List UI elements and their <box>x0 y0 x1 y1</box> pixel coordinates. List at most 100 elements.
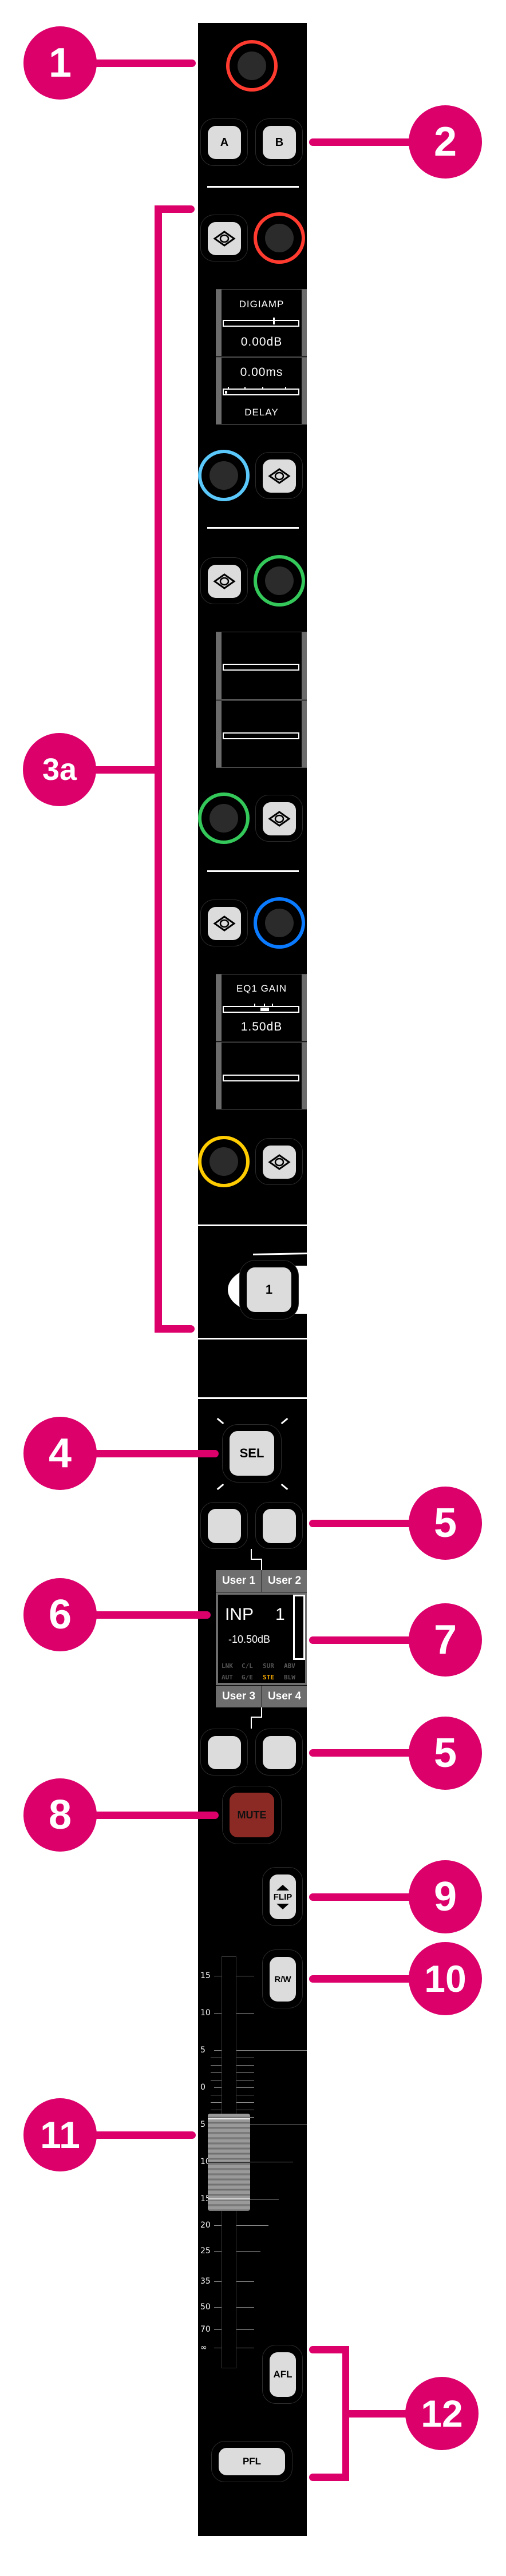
fader-scale-minor-tick <box>211 2072 222 2073</box>
afl-button[interactable]: AFL <box>262 2345 303 2404</box>
callout-5-bottom: 5 <box>409 1717 482 1790</box>
status-blw: BLW <box>284 1674 295 1681</box>
bank-number-button[interactable]: 1 <box>239 1260 299 1319</box>
user-1-tab: User 1 <box>216 1570 262 1592</box>
channel-number: 1 <box>275 1605 285 1624</box>
user-2-tab: User 2 <box>262 1570 307 1592</box>
fader-scale-tick <box>214 2251 222 2252</box>
digiamp-knob[interactable] <box>254 212 305 264</box>
fader-scale-tick <box>236 2050 307 2051</box>
callout-6: 6 <box>23 1578 97 1651</box>
pan-icon <box>263 802 296 835</box>
rw-label: R/W <box>270 1957 296 2002</box>
flip-label: FLIP <box>273 1892 292 1902</box>
connector <box>251 1717 252 1729</box>
callout-11-line <box>92 2131 196 2139</box>
knob-cap <box>209 461 238 490</box>
callout-1: 1 <box>23 26 97 100</box>
pan-icon <box>263 1146 296 1179</box>
flip-button[interactable]: FLIP <box>262 1867 303 1926</box>
pan-button[interactable] <box>255 1138 303 1185</box>
fader-scale-minor-tick <box>236 2065 254 2066</box>
fader-scale-label: 5 <box>200 2046 205 2055</box>
fader-scale-tick <box>214 2225 222 2226</box>
callout-9-line <box>309 1893 415 1901</box>
delay-label: DELAY <box>244 407 279 418</box>
fader-scale-label: 0 <box>200 2083 205 2092</box>
status-aut: AUT <box>222 1674 233 1681</box>
callout-7: 7 <box>409 1603 482 1677</box>
afl-label: AFL <box>270 2352 296 2397</box>
user-2-button[interactable] <box>255 1502 303 1549</box>
empty-parameter-display <box>216 700 307 768</box>
layer-a-button[interactable]: A <box>200 118 248 166</box>
callout-10: 10 <box>409 1942 482 2015</box>
input-gain-knob[interactable] <box>226 40 278 92</box>
connector <box>261 1707 262 1718</box>
pfl-button[interactable]: PFL <box>211 2441 292 2482</box>
user-3-button[interactable] <box>200 1729 248 1776</box>
fader-scale-tick <box>236 2329 254 2330</box>
arrow-down-icon <box>276 1903 289 1909</box>
status-sur: SUR <box>263 1662 274 1670</box>
fader-scale-minor-tick <box>211 2065 222 2066</box>
callout-3a-line <box>92 766 160 774</box>
level-meter <box>293 1595 305 1660</box>
pan-icon <box>208 222 241 255</box>
eq-gain-bar <box>223 1004 299 1013</box>
callout-4-line <box>92 1450 219 1457</box>
pan-button[interactable] <box>200 899 248 946</box>
fader-scale-tick <box>236 2307 254 2308</box>
sel-button[interactable]: SEL <box>222 1424 282 1483</box>
callout-12-bracket <box>342 2346 349 2481</box>
empty-parameter-display <box>216 632 307 700</box>
pan-button[interactable] <box>200 557 248 604</box>
channel-display: INP 1 -10.50dB LNK C/L SUR ABV AUT G/E S… <box>216 1592 307 1685</box>
pan-button[interactable] <box>255 452 303 499</box>
callout-12-bracket-top <box>309 2346 349 2353</box>
connector <box>251 1559 262 1560</box>
yellow-knob[interactable] <box>198 1136 250 1187</box>
layer-b-label: B <box>263 126 296 159</box>
fader-level-readout: -10.50dB <box>228 1634 271 1645</box>
fader-scale-tick <box>214 2013 222 2014</box>
knob-cap <box>209 804 238 833</box>
mute-label: MUTE <box>230 1793 274 1837</box>
callout-10-line <box>309 1975 415 1983</box>
user-1-button[interactable] <box>200 1502 248 1549</box>
fader-scale-tick <box>214 2050 222 2051</box>
parameter-bar <box>223 732 299 739</box>
knob-cap <box>265 566 294 595</box>
pan-button[interactable] <box>200 215 248 261</box>
fader-scale-tick <box>236 2251 260 2252</box>
mute-button[interactable]: MUTE <box>222 1786 282 1844</box>
pan-button[interactable] <box>255 795 303 842</box>
user-3-tab: User 3 <box>216 1686 262 1707</box>
fader-scale-tick <box>236 2087 254 2088</box>
delay-knob[interactable] <box>198 450 250 501</box>
fader-scale-label: 20 <box>200 2221 211 2230</box>
layer-b-button[interactable]: B <box>255 118 303 166</box>
bank-number-label: 1 <box>247 1267 291 1312</box>
green-knob-bottom[interactable] <box>198 792 250 844</box>
divider <box>198 1397 307 1399</box>
fader-cap[interactable] <box>208 2114 250 2211</box>
callout-5-top: 5 <box>409 1487 482 1560</box>
digiamp-label: DIGIAMP <box>239 299 284 310</box>
callout-1-line <box>92 60 196 67</box>
eq-gain-label: EQ1 GAIN <box>236 983 287 994</box>
fader-scale-minor-tick <box>211 2102 222 2103</box>
user-4-button[interactable] <box>255 1729 303 1776</box>
digiamp-value: 0.00dB <box>240 335 283 348</box>
read-write-button[interactable]: R/W <box>262 1949 303 2008</box>
arrow-up-icon <box>276 1884 289 1891</box>
digiamp-bar <box>223 318 299 327</box>
fader-scale-label: ∞ <box>200 2343 207 2352</box>
callout-2-line <box>309 138 415 146</box>
eq-gain-knob[interactable] <box>254 897 305 949</box>
fader-scale-tick <box>214 2329 222 2330</box>
delay-parameter-display: 0.00ms DELAY <box>216 357 307 425</box>
connector <box>251 1717 262 1718</box>
divider <box>198 1338 307 1339</box>
green-knob-top[interactable] <box>254 555 305 607</box>
